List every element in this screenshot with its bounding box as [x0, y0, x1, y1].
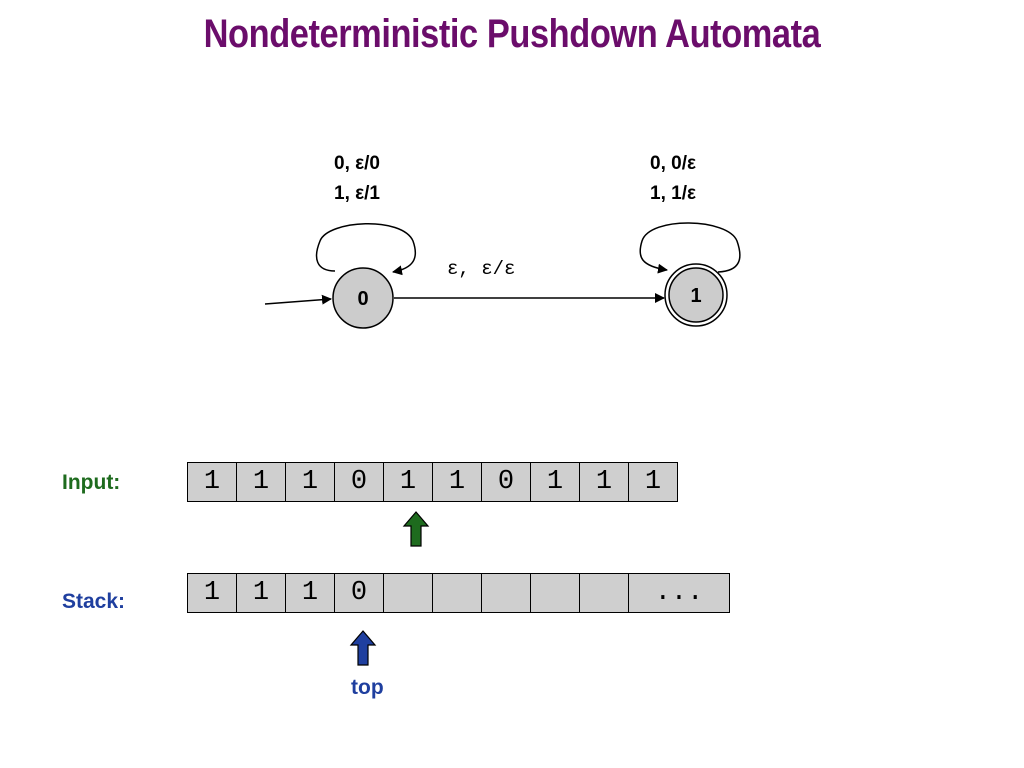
initial-arrow	[264, 294, 332, 305]
stack-top-label: top	[351, 676, 384, 699]
state-0-label: 0	[357, 288, 368, 310]
input-cell: 1	[236, 462, 286, 502]
stack-cell	[383, 573, 433, 613]
input-tape: 1 1 1 0 1 1 0 1 1 1	[187, 462, 678, 502]
stack-cell: 1	[285, 573, 335, 613]
input-cell: 0	[334, 462, 384, 502]
stack-cell	[530, 573, 580, 613]
self-loop-1-label-1: 0, 0/ε	[650, 153, 696, 174]
input-cell: 1	[628, 462, 678, 502]
state-0-circle	[332, 267, 394, 329]
input-cell: 1	[579, 462, 629, 502]
input-head-arrow	[402, 511, 430, 547]
stack-cell: 1	[236, 573, 286, 613]
input-cell: 1	[530, 462, 580, 502]
stack-cell: 1	[187, 573, 237, 613]
self-loop-0-label-2: 1, ε/1	[334, 183, 380, 204]
stack-label: Stack:	[62, 590, 126, 613]
stack-cell	[481, 573, 531, 613]
input-cell: 1	[432, 462, 482, 502]
self-loop-1	[639, 222, 741, 274]
page-title: Nondeterministic Pushdown Automata	[203, 12, 821, 56]
input-label: Input:	[62, 471, 121, 494]
state-1-label: 1	[690, 285, 701, 307]
input-cell: 1	[383, 462, 433, 502]
stack-cell-ellipsis: ...	[628, 573, 730, 613]
input-cell: 0	[481, 462, 531, 502]
transition-0-1-label: ε, ε/ε	[447, 258, 516, 280]
self-loop-0	[315, 223, 417, 276]
input-cell: 1	[187, 462, 237, 502]
state-1-circle	[668, 267, 724, 323]
stack-cell	[432, 573, 482, 613]
input-cell: 1	[285, 462, 335, 502]
self-loop-1-label-2: 1, 1/ε	[650, 183, 696, 204]
stack-cell	[579, 573, 629, 613]
stack-top-arrow	[349, 630, 377, 666]
stack-tape: 1 1 1 0 ...	[187, 573, 730, 613]
stack-cell: 0	[334, 573, 384, 613]
self-loop-0-label-1: 0, ε/0	[334, 153, 380, 174]
